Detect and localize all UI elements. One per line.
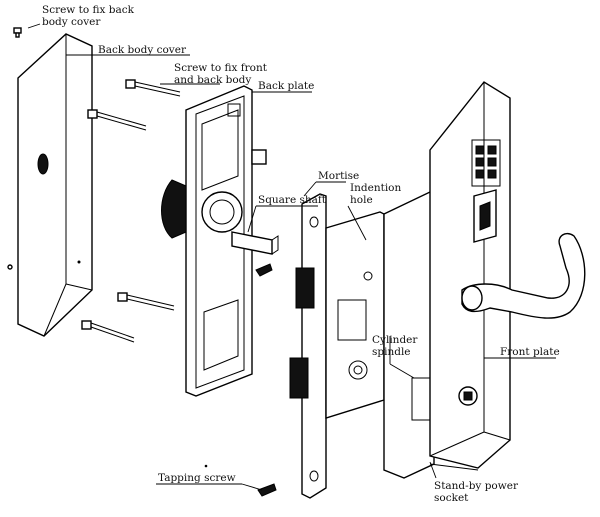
label-screw-back-cover: Screw to fix back body cover	[42, 4, 134, 28]
long-screw-upper-2	[87, 109, 147, 131]
lever-handle	[461, 232, 586, 319]
back-body-cover	[7, 33, 93, 337]
square-shaft	[231, 231, 279, 255]
front-plate	[383, 81, 511, 479]
label-indention-hole: Indention hole	[350, 182, 402, 206]
tapping-screw-bottom	[204, 464, 277, 497]
long-screw-lower-2	[81, 320, 135, 343]
back-cover-screw	[13, 27, 22, 38]
label-tapping-screw: Tapping screw	[158, 472, 236, 484]
back-plate	[161, 85, 267, 397]
long-screw-upper-1	[125, 79, 181, 97]
long-screw-lower-1	[117, 292, 175, 311]
label-back-body-cover: Back body cover	[98, 44, 186, 56]
label-square-shaft: Square shaft	[258, 194, 327, 206]
label-cylinder-spindle: Cylinder spindle	[372, 334, 418, 358]
label-front-plate: Front plate	[500, 346, 560, 358]
tapping-screw-small	[255, 263, 273, 277]
leader-lines	[27, 23, 556, 491]
label-screw-front-back: Screw to fix front and back body	[174, 62, 267, 86]
label-back-plate: Back plate	[258, 80, 315, 92]
label-mortise: Mortise	[318, 170, 360, 182]
mortise	[289, 193, 385, 499]
label-standby-power-socket: Stand-by power socket	[434, 480, 518, 504]
